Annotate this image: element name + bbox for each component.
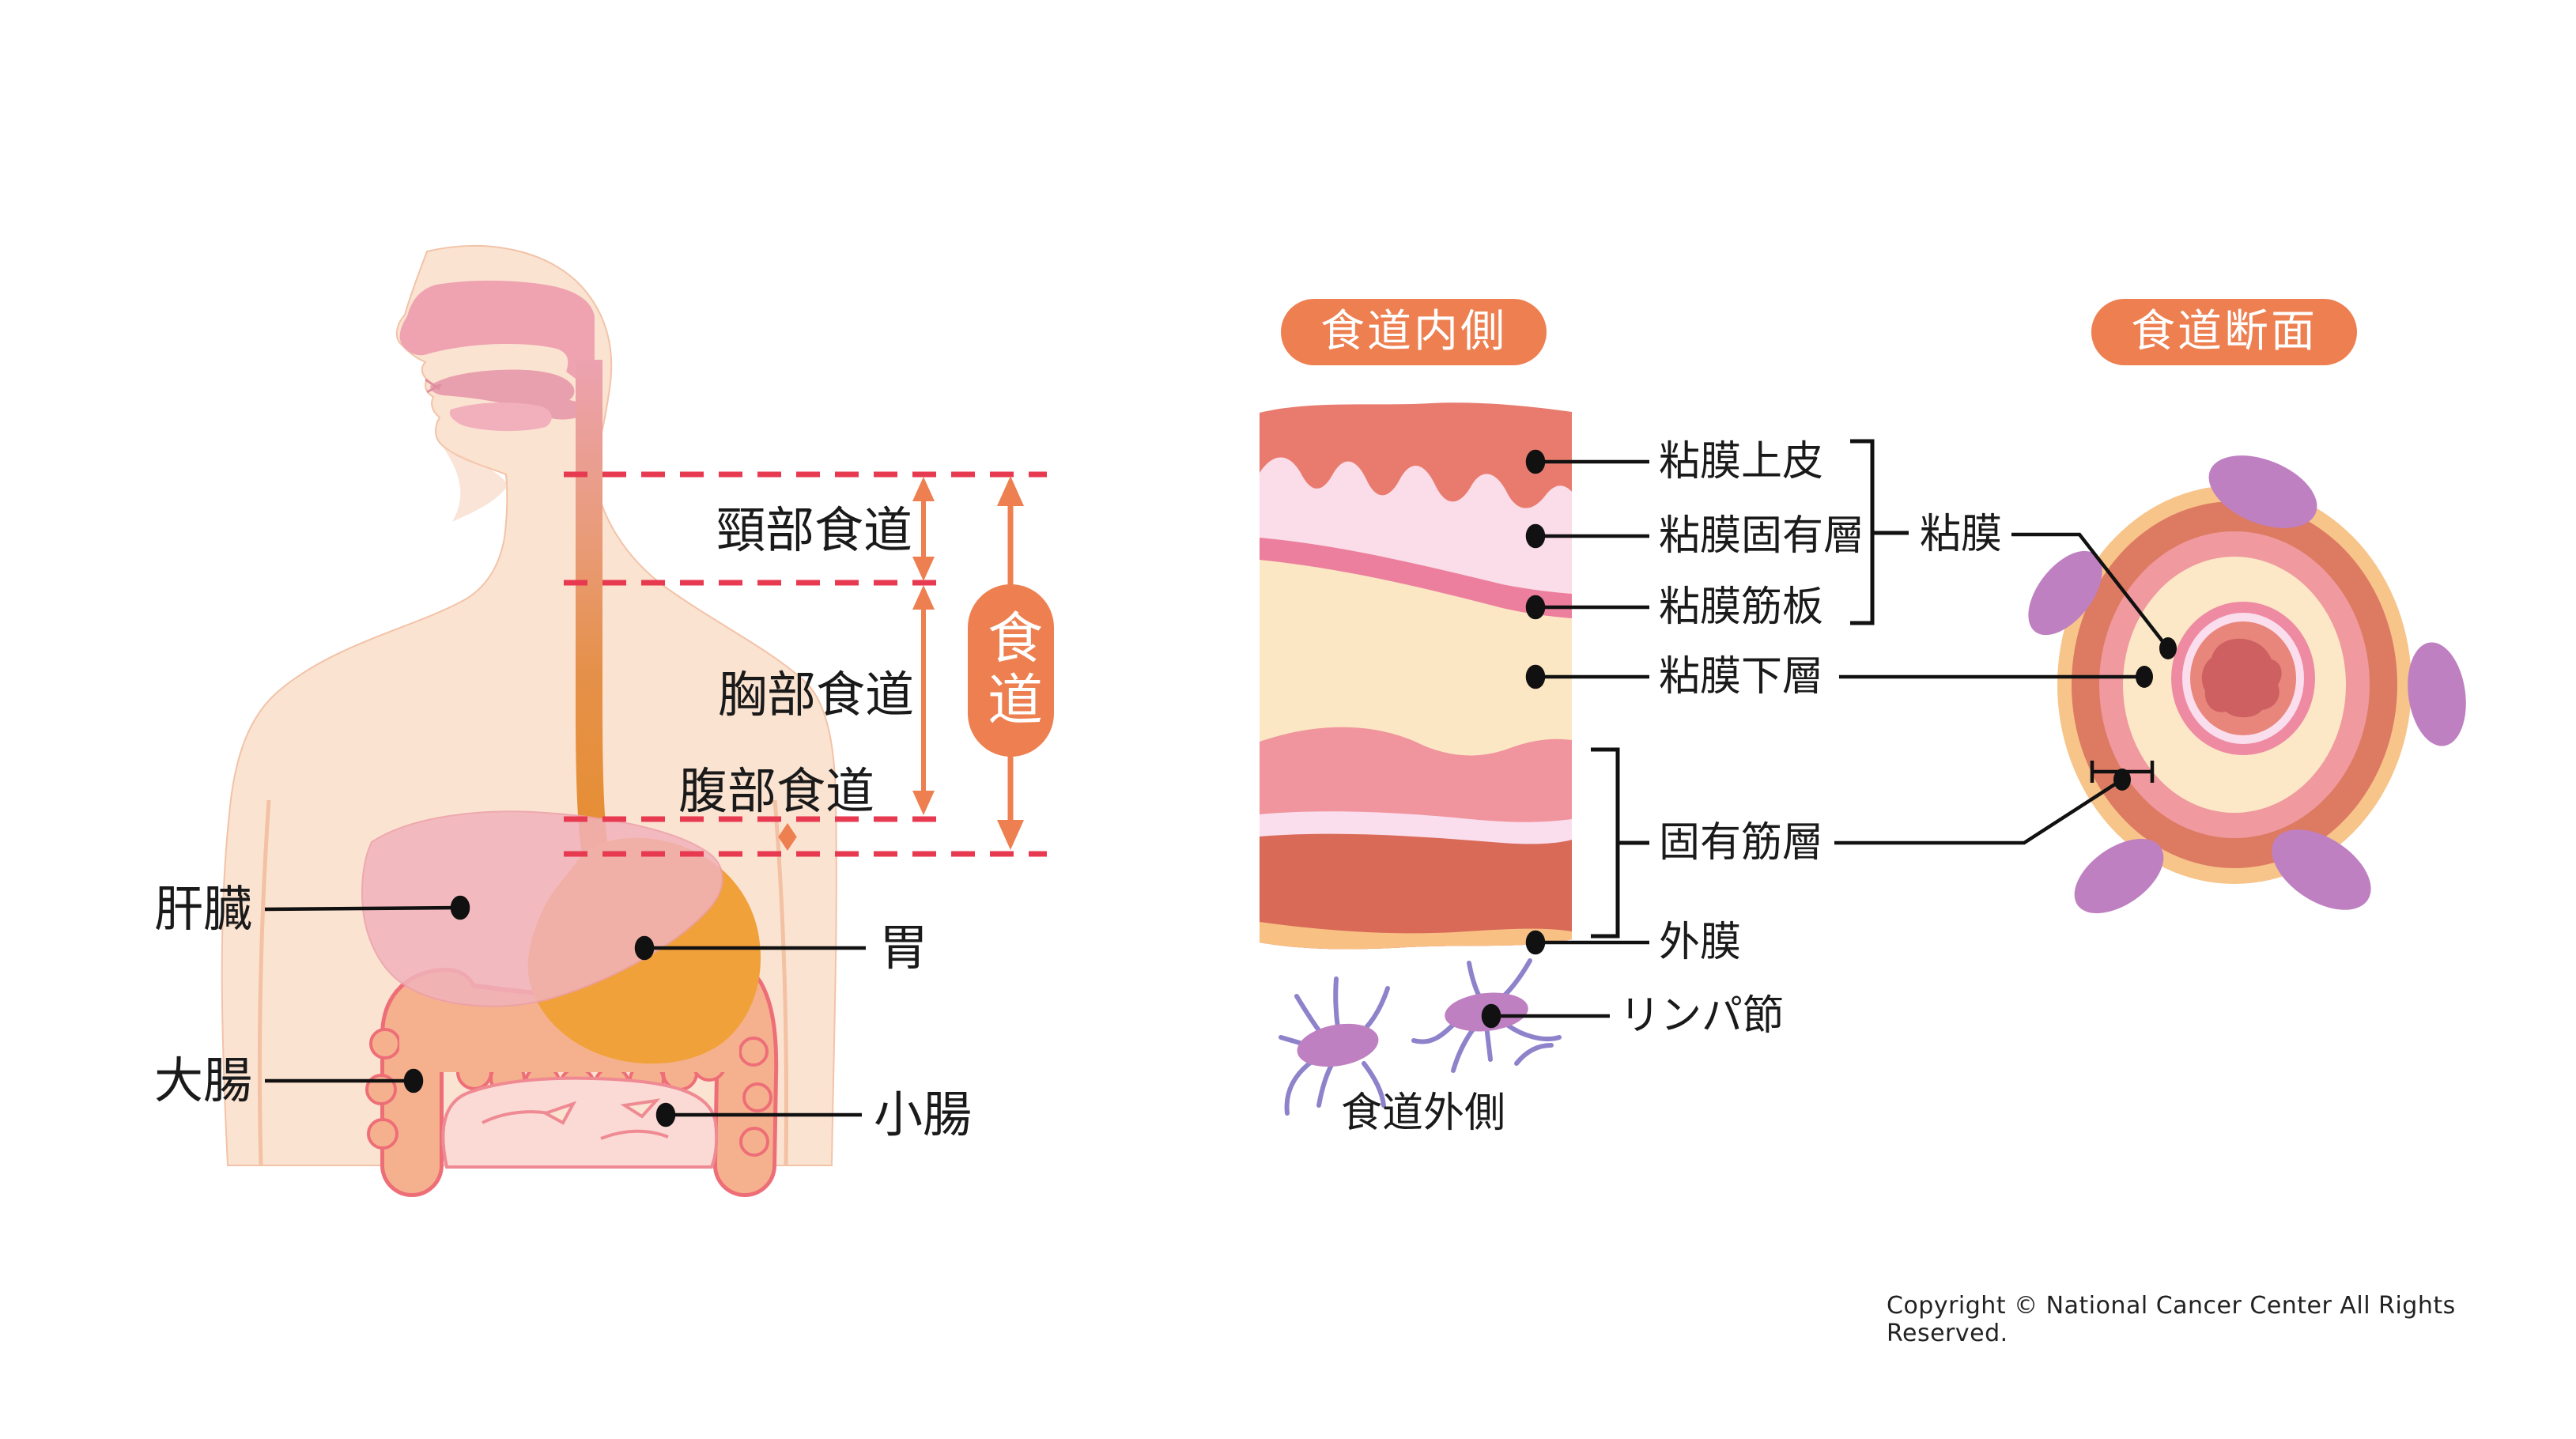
leader-submucosa [1525, 664, 1649, 689]
dot-mucosa-group [2159, 637, 2177, 659]
leader-mucosa-group [2011, 532, 2170, 650]
leader-small-intestine [655, 1102, 862, 1127]
leader-lymph-node [1481, 1003, 1610, 1029]
copyright-text: Copyright © National Cancer Center All R… [1887, 1292, 2456, 1347]
cross-section-figure [1834, 455, 2466, 914]
thoracic-span-arrow [912, 585, 935, 815]
cross-section-lymph-nodes [2028, 455, 2466, 914]
liver-shape [361, 810, 723, 1007]
esophagus-badge: 食道 [968, 584, 1054, 757]
label-lamina-propria: 粘膜固有層 [1659, 512, 1865, 560]
esophagus-tube [576, 360, 611, 871]
cervical-span-arrow [912, 477, 935, 581]
leader-lamina-propria [1525, 523, 1649, 549]
leader-epithelium [1525, 449, 1649, 474]
label-small-intestine: 小腸 [874, 1086, 973, 1143]
wall-title-badge: 食道内側 [1281, 299, 1547, 365]
lumen-shape [2201, 638, 2282, 718]
leader-muscularis-right [1834, 778, 2124, 845]
label-large-intestine: 大腸 [154, 1052, 253, 1109]
lip-crease [425, 378, 442, 394]
chin-shadow [443, 447, 508, 522]
body-figure [221, 244, 1047, 1197]
label-lymph-node: リンパ節 [1619, 992, 1785, 1040]
lymph-node-left [1297, 1023, 1379, 1067]
mouth-floor [449, 402, 552, 432]
leader-large-intestine [265, 1068, 424, 1093]
cross-section-title-badge: 食道断面 [2091, 299, 2357, 365]
label-submucosa: 粘膜下層 [1659, 653, 1824, 701]
label-thoracic-esophagus: 胸部食道 [717, 666, 915, 723]
leader-liver [264, 895, 470, 920]
dot-submucosa-right [2136, 666, 2153, 688]
mucosa-bracket [1850, 439, 1909, 625]
label-muscularis-propria: 固有筋層 [1659, 819, 1824, 867]
small-intestine-shape [441, 1076, 719, 1169]
muscularis-bracket [1591, 747, 1649, 939]
label-muscularis-mucosae: 粘膜筋板 [1659, 584, 1824, 631]
label-stomach: 胃 [879, 919, 929, 976]
dot-muscularis-right [2113, 769, 2131, 791]
label-mucosa-group: 粘膜 [1920, 511, 2003, 558]
leader-stomach [634, 935, 866, 961]
label-esophagus-outside: 食道外側 [1340, 1090, 1506, 1137]
label-adventitia: 外膜 [1659, 919, 1742, 966]
label-abdominal-esophagus: 腹部食道 [678, 762, 875, 820]
wall-figure [1260, 402, 1909, 1116]
arm-crease-left [257, 799, 271, 1166]
leader-muscularis-mucosae [1525, 595, 1649, 620]
cross-section-rings [2057, 485, 2412, 884]
leader-adventitia [1525, 930, 1649, 955]
wall-layer-muscularis-outer [1260, 833, 1572, 950]
label-liver: 肝臓 [154, 880, 253, 938]
oral-cavity-tongue [430, 369, 586, 420]
abdominal-span-arrow [778, 823, 797, 851]
label-cervical-esophagus: 頸部食道 [716, 501, 913, 559]
nasal-cavity [399, 280, 595, 386]
label-epithelium: 粘膜上皮 [1659, 438, 1824, 485]
